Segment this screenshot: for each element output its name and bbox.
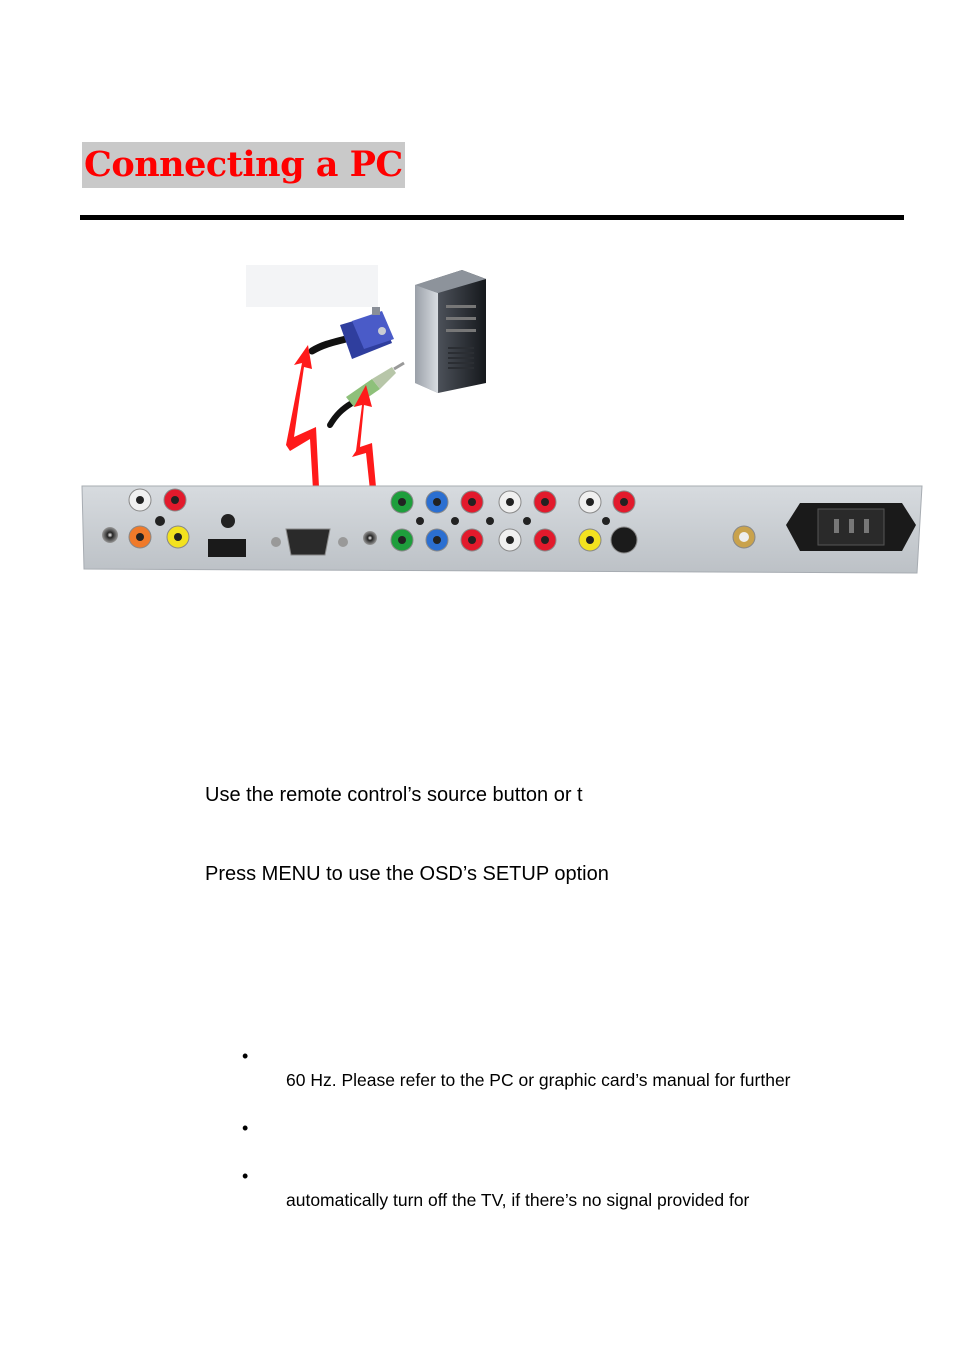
title-rule bbox=[80, 215, 904, 220]
step-menu-setup: Press MENU to use the OSD’s SETUP option bbox=[205, 863, 609, 885]
page-title: Connecting a PC bbox=[82, 142, 405, 188]
connection-figure bbox=[0, 255, 954, 585]
note-bullet: • bbox=[242, 1118, 249, 1138]
vga-cable-icon bbox=[308, 307, 394, 359]
step-source-button: Use the remote control’s source button o… bbox=[205, 784, 583, 806]
note-text: 60 Hz. Please refer to the PC or graphic… bbox=[286, 1070, 791, 1090]
note-bullet: • bbox=[242, 1166, 249, 1186]
connection-diagram bbox=[81, 265, 923, 574]
pc-tower-icon bbox=[415, 270, 486, 393]
note-bullet: • bbox=[242, 1046, 249, 1066]
cable-background bbox=[246, 265, 378, 307]
tv-back-panel-icon bbox=[81, 485, 923, 574]
note-text: automatically turn off the TV, if there’… bbox=[286, 1190, 750, 1210]
